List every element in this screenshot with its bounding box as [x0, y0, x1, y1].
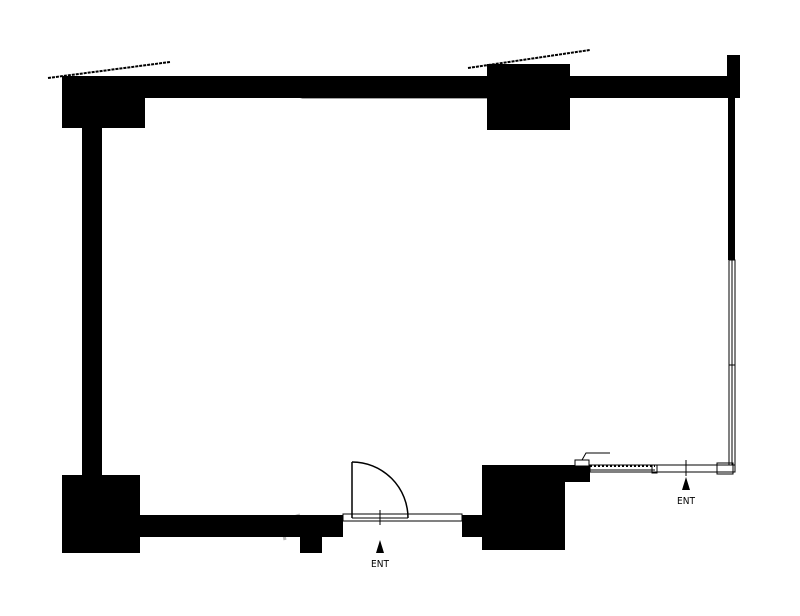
entry-door: [342, 461, 463, 525]
column-bottom-right-ext: [565, 465, 590, 482]
column-top-middle: [487, 64, 570, 130]
walls: [62, 55, 740, 553]
right-window: [728, 259, 736, 466]
entrance-marker-bottom: ENT: [371, 540, 389, 570]
entrance-marker-right: ENT: [677, 477, 695, 507]
column-top-left: [62, 76, 145, 128]
sliding-window: [589, 460, 736, 476]
wall-fixture: [574, 452, 610, 467]
arrow-up-icon: [376, 540, 384, 553]
bottom-wall-right: [462, 515, 487, 537]
roof-lines: [47, 49, 591, 79]
column-bottom-left: [62, 475, 140, 553]
entrance-label: ENT: [677, 496, 695, 507]
bottom-wall-left: [140, 515, 343, 537]
arrow-up-icon: [682, 477, 690, 490]
post-top-right: [727, 55, 740, 98]
column-bottom-right: [482, 465, 565, 550]
right-wall: [728, 98, 735, 260]
bottom-block: [300, 535, 322, 553]
top-wall: [62, 76, 740, 98]
entrance-label: ENT: [371, 559, 389, 570]
left-wall: [82, 128, 102, 478]
